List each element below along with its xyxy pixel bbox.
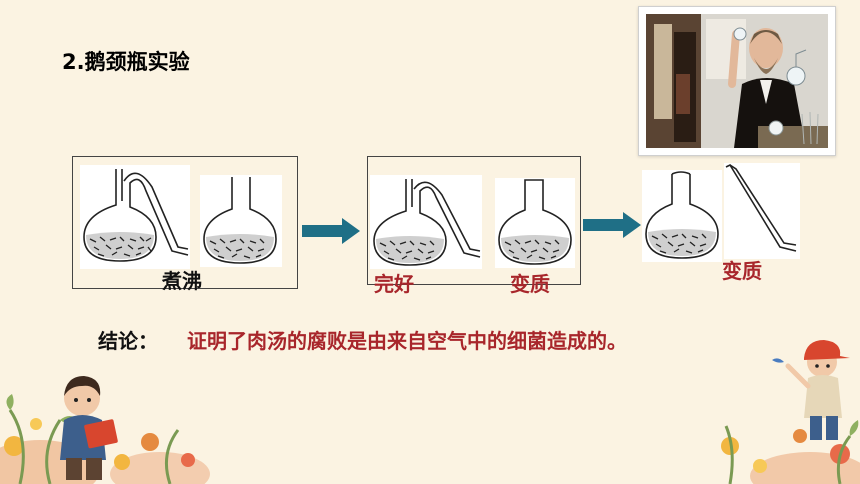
stage-1-swan-flask-card <box>80 165 190 269</box>
child-with-cap-illustration <box>721 340 860 484</box>
scientist-photo <box>638 6 836 156</box>
stage-2-broken-flask-card <box>495 178 575 268</box>
broken-neck-tube-icon <box>725 163 797 252</box>
caption-spoiled-3: 变质 <box>722 259 762 283</box>
stage-1-frame <box>72 156 298 289</box>
swan-neck-flask-icon <box>83 169 189 262</box>
reading-child-illustration <box>0 376 210 484</box>
right-arrow-icon <box>302 218 360 244</box>
broken-neck-flask-icon <box>645 171 719 259</box>
broken-neck-flask-icon <box>498 179 572 265</box>
conclusion-label: 结论： <box>98 329 158 353</box>
straight-neck-flask-icon <box>203 177 277 264</box>
stage-1-straight-flask-card <box>200 175 282 267</box>
caption-spoiled-2: 变质 <box>510 272 550 296</box>
stage-3-broken-flask-card <box>642 170 722 262</box>
stage-2-frame <box>367 156 581 285</box>
stage-2-swan-flask-card <box>370 175 482 269</box>
caption-intact: 完好 <box>374 272 414 296</box>
caption-boiling: 煮沸 <box>162 269 202 293</box>
page-title: 2.鹅颈瓶实验 <box>62 50 190 74</box>
right-arrow-icon <box>583 212 641 238</box>
swan-neck-flask-icon <box>373 179 481 266</box>
stage-3-broken-tube-card <box>724 163 800 259</box>
conclusion-text: 证明了肉汤的腐败是由来自空气中的细菌造成的。 <box>187 329 627 353</box>
